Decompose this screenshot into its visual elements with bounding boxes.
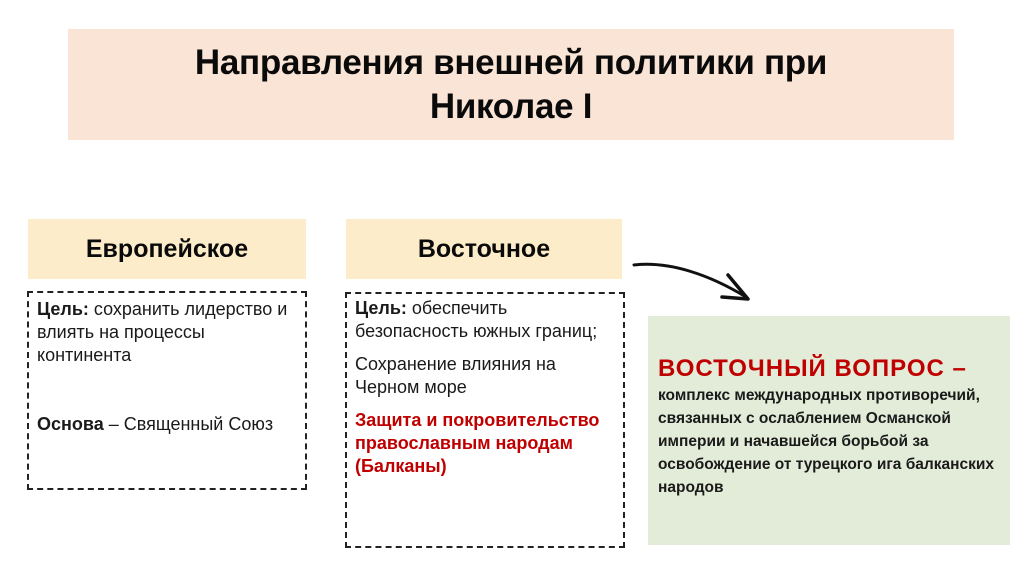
european-basis: Основа – Священный Союз bbox=[37, 413, 297, 436]
goal-label: Цель: bbox=[37, 299, 89, 319]
basis-text: – Священный Союз bbox=[103, 414, 274, 434]
eastern-protection: Защита и покровительство православным на… bbox=[355, 410, 600, 476]
curved-arrow-icon bbox=[632, 262, 750, 301]
eastern-goal: Цель: обеспечить безопасность южных гран… bbox=[355, 297, 615, 343]
goal-label: Цель: bbox=[355, 298, 407, 318]
european-details-box: Цель: сохранить лидерство и влиять на пр… bbox=[27, 291, 307, 490]
title-line-1: Направления внешней политики при bbox=[194, 42, 828, 82]
eastern-influence: Сохранение влияния на Черном море bbox=[355, 354, 556, 397]
european-goal: Цель: сохранить лидерство и влиять на пр… bbox=[37, 298, 297, 367]
eastern-question-definition: комплекс международных противоречий, свя… bbox=[658, 387, 995, 496]
title-banner: Направления внешней политики при Николае… bbox=[68, 29, 954, 140]
eastern-question-box: ВОСТОЧНЫЙ ВОПРОС – комплекс международны… bbox=[648, 316, 1010, 545]
eastern-details-box: Цель: обеспечить безопасность южных гран… bbox=[345, 292, 625, 548]
basis-label: Основа bbox=[37, 414, 104, 434]
eastern-direction-header: Восточное bbox=[346, 219, 622, 279]
goal-text: обеспечить безопасность южных границ; bbox=[355, 298, 598, 341]
eastern-question-term: ВОСТОЧНЫЙ ВОПРОС – bbox=[658, 355, 967, 382]
european-direction-header: Европейское bbox=[28, 219, 306, 279]
title-line-2: Николае I bbox=[429, 86, 593, 126]
goal-text: сохранить лидерство и влиять на процессы… bbox=[37, 299, 288, 365]
